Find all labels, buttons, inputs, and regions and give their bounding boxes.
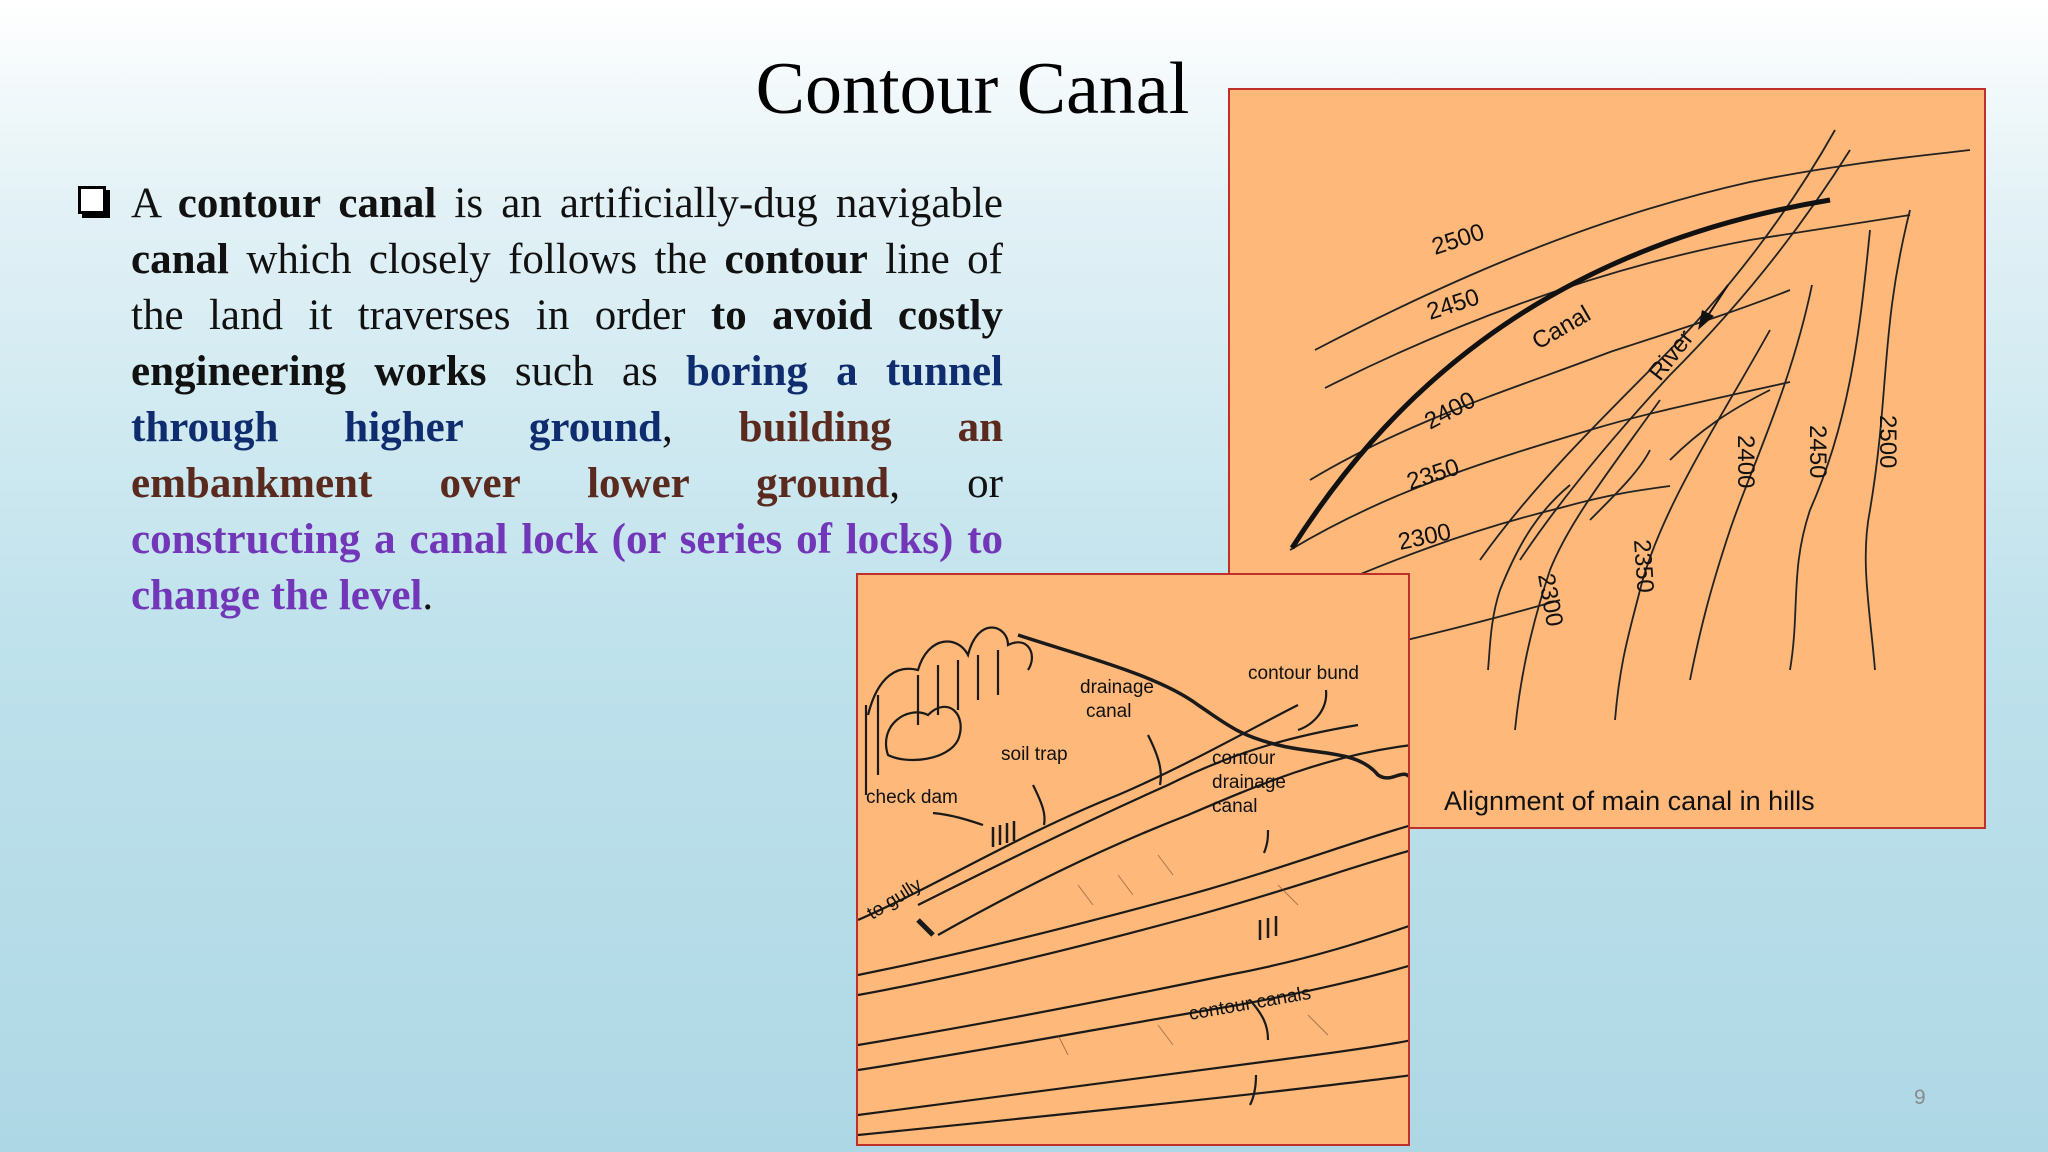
sketch-label: contour bund xyxy=(1248,663,1359,684)
sketch-label: drainage xyxy=(1212,772,1286,793)
contour-label: 2400 xyxy=(1420,386,1480,435)
contour-label: 2300 xyxy=(1532,571,1568,628)
contour-label: 2500 xyxy=(1874,415,1901,468)
paragraph-emphasis-brown: building an embankment over lower ground xyxy=(131,404,1004,507)
contour-label: 2350 xyxy=(1404,454,1463,496)
paragraph-text: . xyxy=(422,572,434,619)
paragraph-emphasis-bold: to avoid costly engineering works xyxy=(131,292,1003,395)
contour-label: 2450 xyxy=(1804,425,1831,478)
paragraph-emphasis-purple: constructing a canal lock (or series of … xyxy=(131,516,1003,619)
paragraph-text: , or xyxy=(889,460,1003,507)
hillside-sketch-drawing: drainage canal contour bund soil trap co… xyxy=(858,626,1408,1137)
contour-label: 2500 xyxy=(1429,219,1488,261)
canal-label: Canal xyxy=(1528,300,1596,355)
bullet-paragraph: A contour canal is an artificially-dug n… xyxy=(131,176,1003,624)
paragraph-text: , xyxy=(661,404,739,451)
contour-label: 2450 xyxy=(1424,284,1483,326)
contour-canal-sketch-figure: drainage canal contour bund soil trap co… xyxy=(856,573,1410,1146)
sketch-label: drainage xyxy=(1080,677,1154,698)
river-label: River xyxy=(1643,325,1699,386)
paragraph-text: such as xyxy=(486,348,686,395)
sketch-label: canal xyxy=(1086,701,1131,722)
paragraph-text: is an artificially-dug navigable xyxy=(436,180,1003,227)
bullet-checkbox-icon xyxy=(78,186,110,218)
slide-title: Contour Canal xyxy=(755,48,1190,130)
sketch-label: to gully xyxy=(864,874,927,924)
paragraph-emphasis-bold: contour xyxy=(724,236,868,283)
contour-label: 2400 xyxy=(1732,435,1759,488)
sketch-label: check dam xyxy=(866,787,958,808)
contour-label: 2350 xyxy=(1628,539,1659,594)
sketch-label: soil trap xyxy=(1001,744,1068,765)
paragraph-text: line of the land it traverses in order xyxy=(131,236,1003,339)
paragraph-emphasis-navy: boring a tunnel through higher ground xyxy=(131,348,1003,451)
slide-number: 9 xyxy=(1914,1086,1926,1109)
paragraph-text: A xyxy=(131,180,178,227)
paragraph-emphasis-bold: contour canal xyxy=(177,180,437,227)
sketch-label: contour xyxy=(1212,748,1276,769)
sketch-label: contour canals xyxy=(1187,983,1312,1025)
paragraph-text: which closely follows the xyxy=(228,236,725,283)
contour-label: 2300 xyxy=(1396,518,1454,556)
contour-map-drawing: 2500 2450 2400 2350 2300 Canal River 230… xyxy=(1289,129,1971,731)
map-caption: Alignment of main canal in hills xyxy=(1444,786,1815,816)
sketch-label: canal xyxy=(1212,796,1257,817)
paragraph-emphasis-bold: canal xyxy=(131,236,229,283)
